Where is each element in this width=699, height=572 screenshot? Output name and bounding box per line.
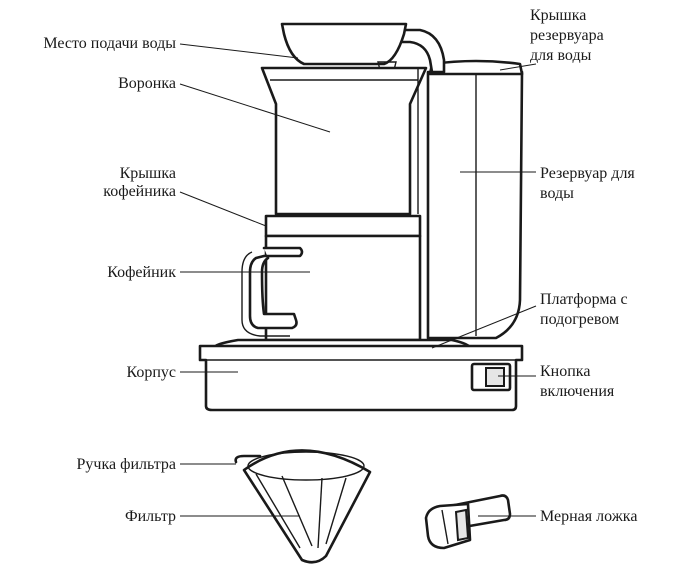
label-heating-plate-line1: Платформа с (540, 291, 628, 308)
label-power-button-line1: Кнопка (540, 363, 590, 380)
label-reservoir-lid-line3: для воды (530, 47, 592, 64)
label-funnel: Воронка (118, 75, 176, 92)
labels: Место подачи воды Воронка Крышка кофейни… (43, 7, 637, 525)
label-pot-lid-line1: Крышка (120, 165, 176, 182)
water-reservoir (426, 70, 524, 340)
label-pot-lid-line2: кофейника (103, 183, 176, 200)
leader-reservoir-lid (499, 63, 537, 71)
coffee-maker-illustration (198, 22, 524, 564)
base-housing (198, 344, 524, 412)
label-reservoir-lid-line2: резервуара (530, 27, 604, 44)
label-filter: Фильтр (125, 508, 176, 525)
label-heating-plate-line2: подогревом (540, 311, 619, 328)
measuring-spoon-drawing (424, 494, 512, 550)
label-reservoir-line1: Резервуар для (540, 165, 635, 182)
funnel (260, 66, 428, 216)
pot-lid (264, 214, 422, 238)
leader-funnel (179, 83, 331, 133)
label-reservoir-lid-line1: Крышка (530, 7, 586, 24)
power-switch-rocker[interactable] (485, 367, 505, 387)
label-body: Корпус (126, 364, 176, 381)
filter-handle-tab (234, 454, 262, 464)
label-filter-handle: Ручка фильтра (77, 456, 176, 473)
label-water-outlet: Место подачи воды (43, 35, 176, 52)
leader-heating-plate (431, 305, 537, 349)
label-power-button-line2: включения (540, 383, 615, 400)
leader-lines (179, 43, 537, 517)
water-outlet-cap (280, 22, 408, 66)
label-coffee-pot: Кофейник (107, 264, 176, 281)
label-reservoir-line2: воды (540, 185, 574, 202)
water-outlet-arm (390, 28, 446, 74)
filter-drawing (234, 449, 372, 564)
coffee-pot-handle (248, 246, 304, 330)
filter-rim (247, 451, 365, 481)
leader-water-outlet (179, 43, 299, 59)
label-measuring-spoon: Мерная ложка (540, 508, 637, 525)
filter-cone (242, 449, 372, 564)
leader-pot-lid (179, 191, 267, 227)
